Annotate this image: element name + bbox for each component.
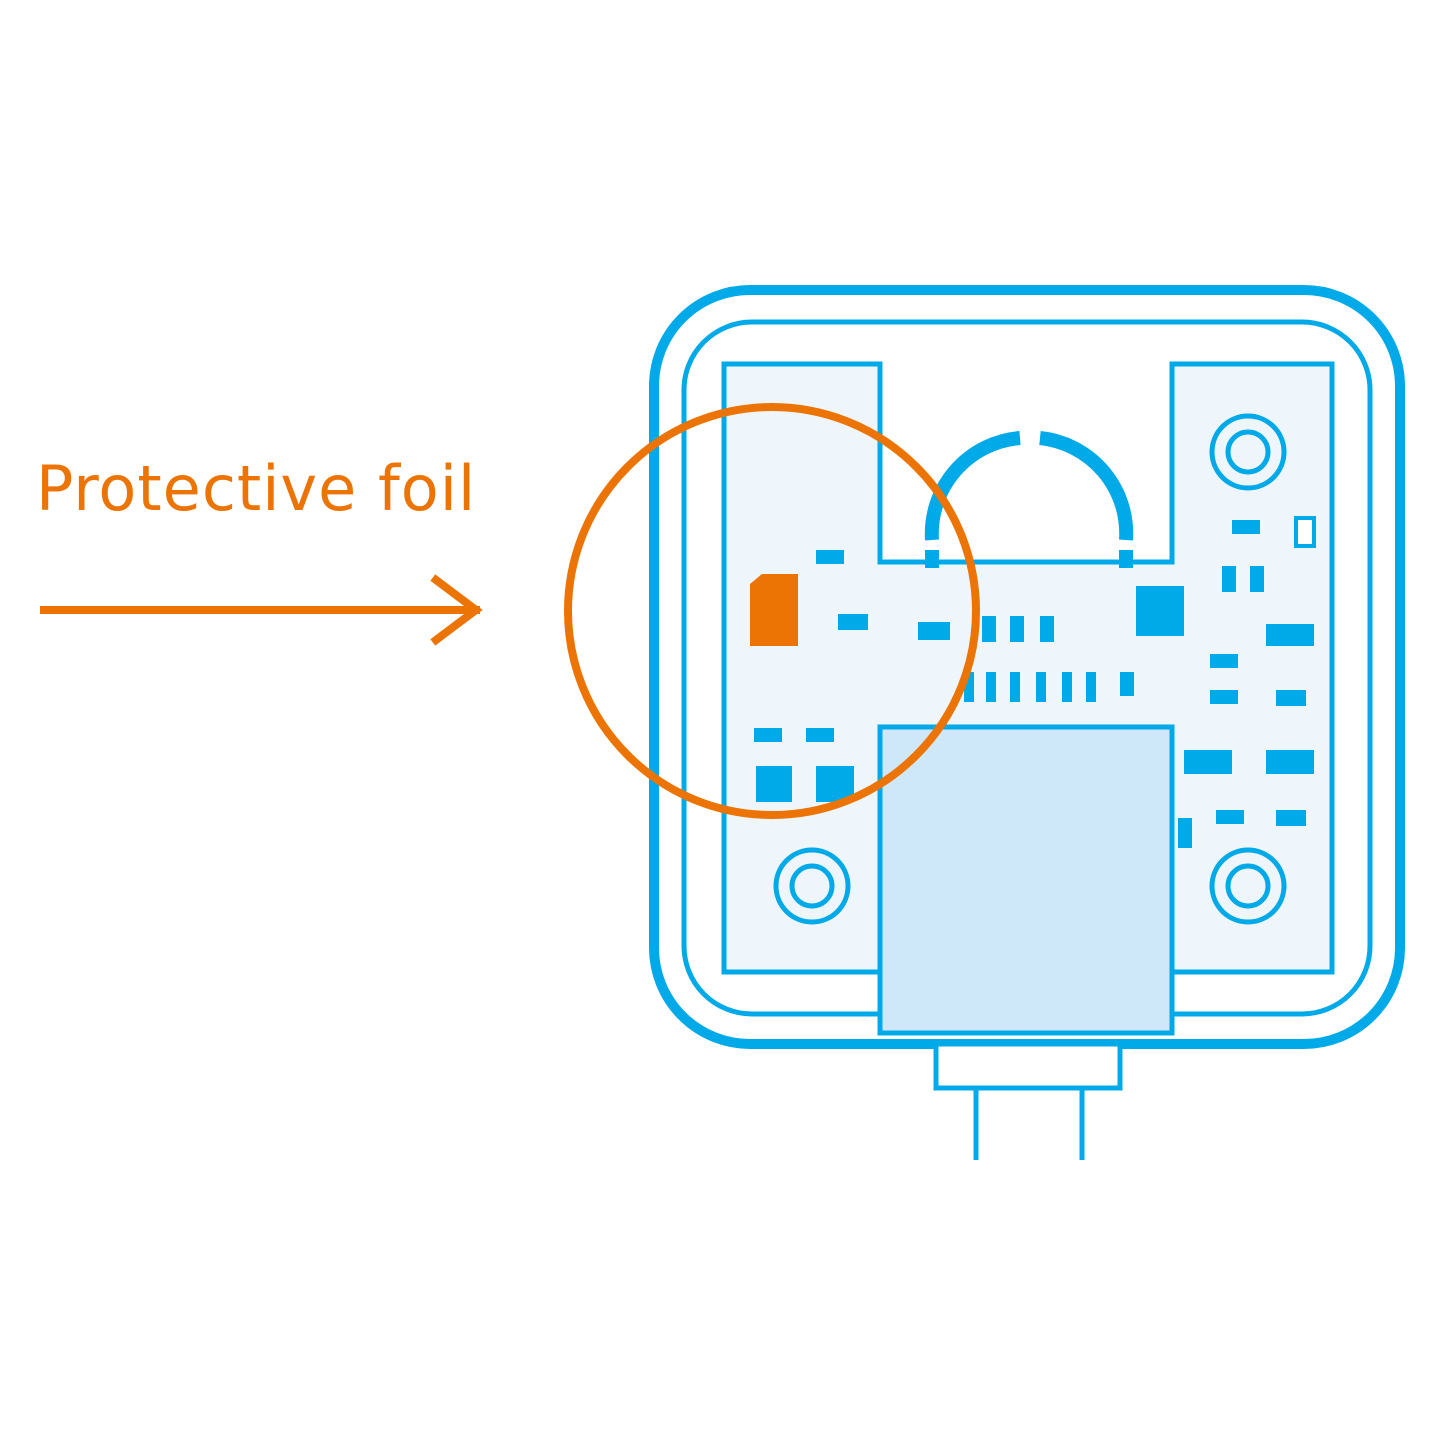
smd-component-outline xyxy=(1294,516,1316,548)
mounting-hole-icon xyxy=(1209,413,1287,491)
sensor-ring-icon xyxy=(924,431,1134,568)
smd-components xyxy=(754,520,1314,848)
protective-foil-tab-icon xyxy=(750,574,798,646)
mounting-hole-icon xyxy=(773,847,851,925)
arrow-right-icon xyxy=(40,574,483,646)
highlight-circle-icon xyxy=(564,403,980,819)
cable-plug xyxy=(933,1041,1123,1091)
protective-foil-label: Protective foil xyxy=(36,452,477,525)
connector-cover xyxy=(877,724,1175,1036)
mounting-hole-icon xyxy=(1209,847,1287,925)
